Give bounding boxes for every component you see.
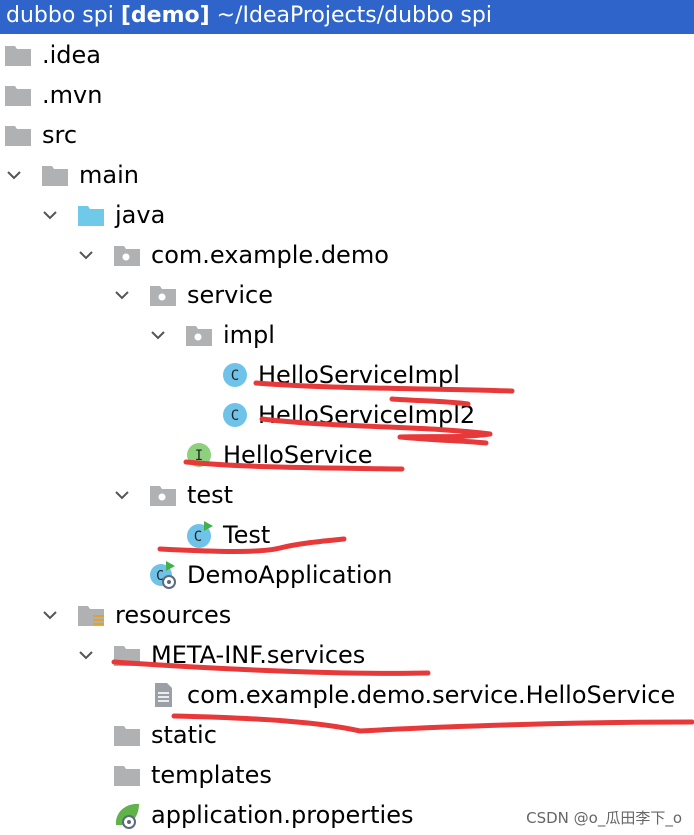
tree-item-label: META-INF.services (151, 641, 366, 669)
chevron-down-icon[interactable] (6, 167, 22, 183)
tree-item-label: com.example.demo.service.HelloService (187, 681, 676, 709)
tree-item[interactable]: I HelloService (0, 435, 694, 475)
tree-item-label: test (187, 481, 234, 509)
tree-item[interactable]: com.example.demo (0, 235, 694, 275)
tree-item[interactable]: C HelloServiceImpl (0, 355, 694, 395)
tree-item[interactable]: src (0, 115, 694, 155)
tree-item[interactable]: META-INF.services (0, 635, 694, 675)
spring-properties-icon (113, 801, 141, 829)
source-folder-icon (77, 201, 105, 229)
chevron-down-icon[interactable] (78, 647, 94, 663)
tree-item-label: HelloServiceImpl2 (258, 401, 476, 429)
tree-item[interactable]: C DemoApplication (0, 555, 694, 595)
tree-item-label: resources (115, 601, 232, 629)
tree-item-label: Test (223, 521, 271, 549)
tree-item[interactable]: test (0, 475, 694, 515)
interface-icon: I (185, 441, 213, 469)
tree-item-label: DemoApplication (187, 561, 393, 589)
project-name: dubbo spi (6, 3, 114, 28)
tree-item[interactable]: C Test (0, 515, 694, 555)
tree-item-label: java (115, 201, 166, 229)
package-icon (185, 321, 213, 349)
folder-icon (41, 161, 69, 189)
package-icon (113, 241, 141, 269)
folder-icon (113, 761, 141, 789)
folder-icon (4, 41, 32, 69)
watermark: CSDN @o_瓜田李下_o (526, 809, 682, 827)
runnable-class-icon: C (185, 521, 213, 549)
tree-item-label: HelloServiceImpl (258, 361, 460, 389)
svg-text:C: C (231, 368, 239, 384)
svg-text:I: I (195, 448, 203, 464)
tree-item-label: .idea (42, 41, 102, 69)
tree-item[interactable]: application.properties (0, 795, 694, 835)
project-path: ~/IdeaProjects/dubbo spi (216, 3, 492, 28)
tree-item-label: templates (151, 761, 272, 789)
text-file-icon (149, 681, 177, 709)
tree-item[interactable]: com.example.demo.service.HelloService (0, 675, 694, 715)
module-name: [demo] (120, 3, 210, 28)
tree-item-label: HelloService (223, 441, 373, 469)
folder-icon (4, 81, 32, 109)
tree-item-label: com.example.demo (151, 241, 389, 269)
chevron-down-icon[interactable] (78, 247, 94, 263)
chevron-down-icon[interactable] (150, 327, 166, 343)
class-icon: C (221, 361, 249, 389)
tree-item[interactable]: service (0, 275, 694, 315)
tree-item-label: main (79, 161, 139, 189)
tree-item[interactable]: .idea (0, 35, 694, 75)
tree-item-label: .mvn (42, 81, 103, 109)
tree-item[interactable]: C HelloServiceImpl2 (0, 395, 694, 435)
chevron-down-icon[interactable] (42, 207, 58, 223)
tree-item[interactable]: .mvn (0, 75, 694, 115)
resources-folder-icon (77, 601, 105, 629)
tree-item[interactable]: templates (0, 755, 694, 795)
folder-icon (4, 121, 32, 149)
svg-text:C: C (156, 569, 164, 584)
tree-item[interactable]: impl (0, 315, 694, 355)
folder-icon (113, 641, 141, 669)
tree-item-label: service (187, 281, 273, 309)
tree-item-label: application.properties (151, 801, 414, 829)
spring-boot-class-icon: C (149, 561, 177, 589)
svg-text:C: C (231, 408, 239, 424)
tree-item[interactable]: resources (0, 595, 694, 635)
package-icon (149, 281, 177, 309)
tree-item[interactable]: main (0, 155, 694, 195)
package-icon (149, 481, 177, 509)
tree-item-label: src (42, 121, 78, 149)
tree-item-label: impl (223, 321, 275, 349)
chevron-down-icon[interactable] (114, 487, 130, 503)
folder-icon (113, 721, 141, 749)
svg-text:C: C (194, 529, 202, 545)
tree-item[interactable]: static (0, 715, 694, 755)
chevron-down-icon[interactable] (42, 607, 58, 623)
chevron-down-icon[interactable] (114, 287, 130, 303)
tree-item[interactable]: java (0, 195, 694, 235)
window-title-bar: dubbo spi [demo] ~/IdeaProjects/dubbo sp… (0, 0, 694, 34)
tree-item-label: static (151, 721, 217, 749)
class-icon: C (221, 401, 249, 429)
